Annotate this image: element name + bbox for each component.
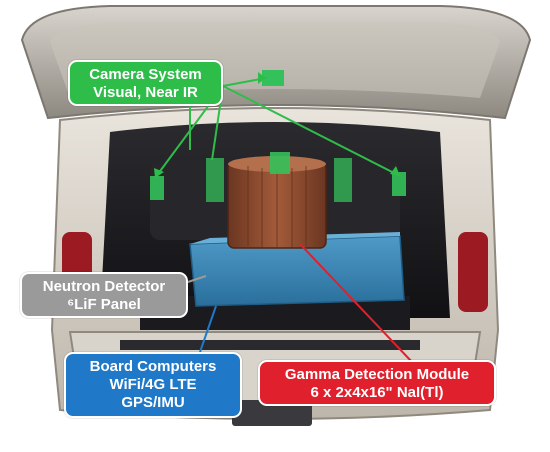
license-plate — [232, 400, 312, 426]
right-tail-light — [458, 232, 488, 312]
camera-label-line2: Visual, Near IR — [93, 84, 198, 101]
board-label-line3: GPS/IMU — [121, 394, 185, 411]
gamma-label-line2: 6 x 2x4x16" NaI(Tl) — [310, 384, 444, 401]
camera-top — [262, 70, 284, 86]
gamma-detection-label: Gamma Detection Module 6 x 2x4x16" NaI(T… — [258, 360, 496, 406]
neutron-label-line2: ⁶LiF Panel — [67, 296, 141, 313]
camera-center-left — [206, 158, 224, 202]
neutron-panel-box — [189, 235, 405, 307]
gamma-label-line1: Gamma Detection Module — [284, 366, 470, 383]
board-computers-label: Board Computers WiFi/4G LTE GPS/IMU — [64, 352, 242, 418]
camera-right-pillar — [392, 172, 406, 196]
camera-top-left-box — [270, 152, 290, 174]
board-label-line2: WiFi/4G LTE — [109, 376, 197, 393]
bumper-step — [120, 340, 420, 350]
camera-system-label: Camera System Visual, Near IR — [68, 60, 223, 106]
neutron-detector-label: Neutron Detector ⁶LiF Panel — [20, 272, 188, 318]
camera-left-pillar — [150, 176, 164, 200]
camera-center-right — [334, 158, 352, 202]
board-label-line1: Board Computers — [89, 358, 217, 375]
camera-label-line1: Camera System — [89, 66, 202, 83]
neutron-label-line1: Neutron Detector — [42, 278, 166, 295]
